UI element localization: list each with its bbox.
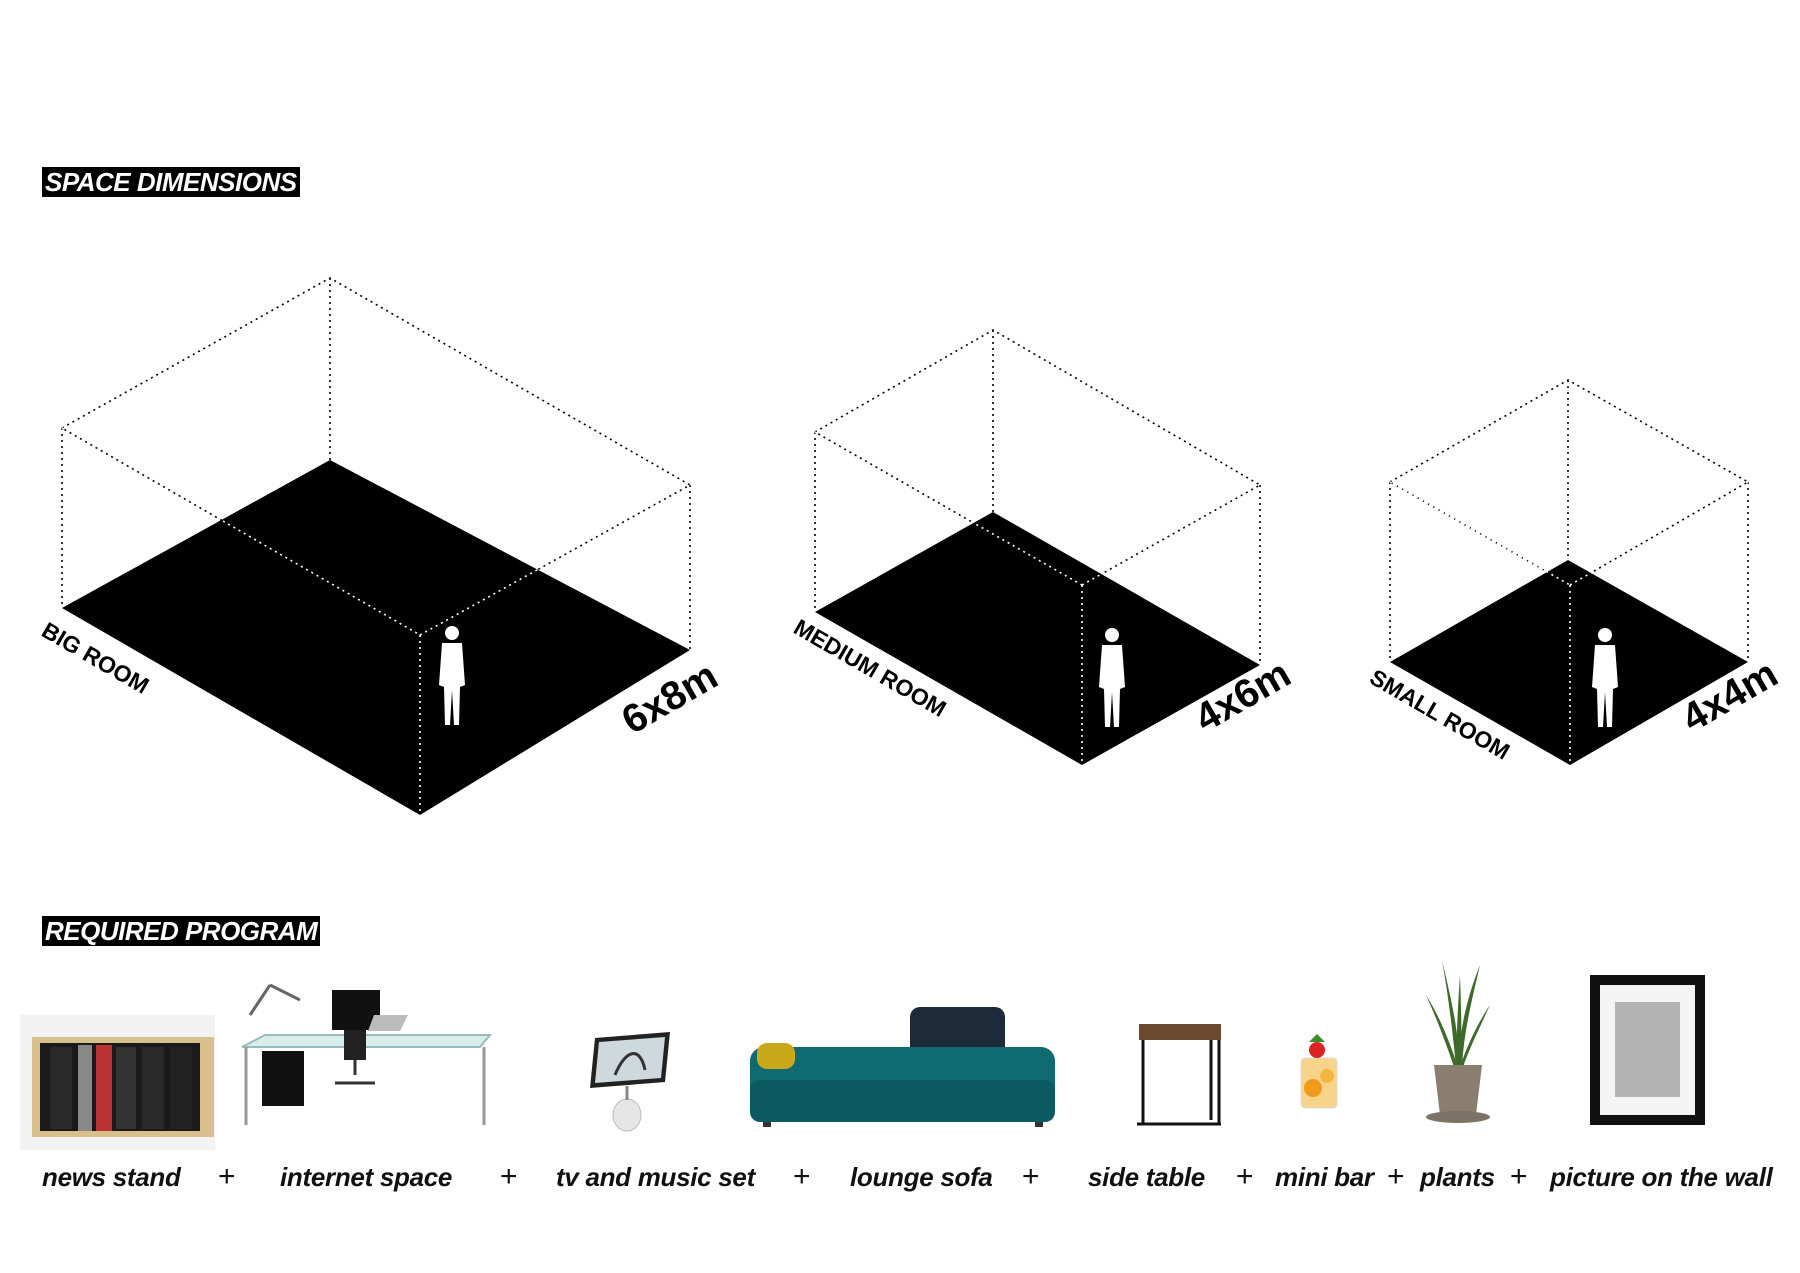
medium-room: MEDIUM ROOM 4x6m [790, 329, 1298, 765]
program-label-plants: plants [1420, 1162, 1495, 1192]
program-label-tv-and-music-set: tv and music set [556, 1162, 755, 1192]
program-label-news-stand: news stand [42, 1162, 181, 1192]
side-table-icon [1137, 1024, 1221, 1126]
small-room: SMALL ROOM 4x4m [1366, 379, 1785, 765]
sofa-icon [750, 1007, 1055, 1127]
plus-separator: + [218, 1160, 236, 1193]
space-dimensions-header: SPACE DIMENSIONS [42, 167, 300, 197]
plus-separator: + [793, 1160, 811, 1193]
plus-separator: + [1387, 1160, 1405, 1193]
plus-separator: + [1236, 1160, 1254, 1193]
news-stand-icon [20, 1015, 215, 1150]
program-label-side-table: side table [1088, 1162, 1205, 1192]
small-room-floor [1390, 560, 1748, 765]
plus-separator: + [1022, 1160, 1040, 1193]
program-label-mini-bar: mini bar [1275, 1162, 1374, 1192]
tv-icon [590, 1032, 670, 1132]
required-program-header: REQUIRED PROGRAM [42, 916, 321, 946]
picture-frame-icon [1590, 975, 1705, 1125]
desk-icon [241, 983, 493, 1125]
big-room-floor [62, 460, 690, 815]
program-label-lounge-sofa: lounge sofa [850, 1162, 993, 1192]
medium-room-floor [815, 512, 1260, 765]
big-room: BIG ROOM 6x8m [38, 277, 725, 815]
program-label-internet-space: internet space [280, 1162, 453, 1192]
plant-icon [1426, 960, 1490, 1123]
drink-icon [1300, 1034, 1338, 1109]
program-label-picture-on-the-wall: picture on the wall [1550, 1162, 1773, 1192]
plus-separator: + [1510, 1160, 1528, 1193]
plus-separator: + [500, 1160, 518, 1193]
